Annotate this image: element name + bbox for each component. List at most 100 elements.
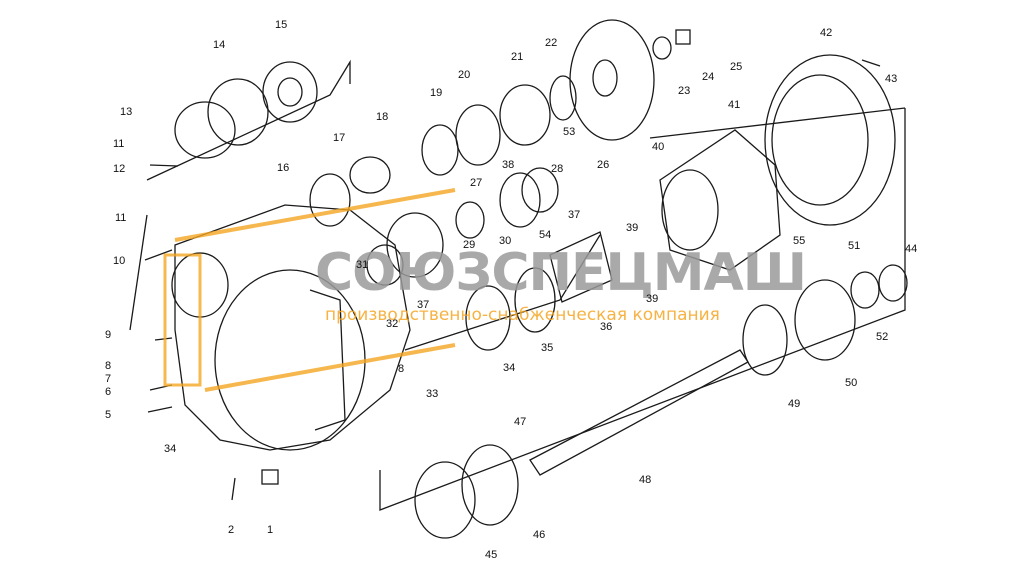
callout-label: 6 xyxy=(105,386,111,398)
callout-label: 11 xyxy=(115,212,126,224)
frame-upper-left xyxy=(146,59,351,181)
callout-label: 45 xyxy=(485,549,497,561)
callout-label: 25 xyxy=(730,61,742,73)
callout-label: 43 xyxy=(885,73,897,85)
callout-label: 8 xyxy=(105,360,111,372)
callout-label: 2 xyxy=(228,524,234,536)
gasket-14 xyxy=(207,78,269,146)
callout-label: 15 xyxy=(275,19,287,31)
crown-gear-42-inner xyxy=(771,74,869,206)
watermark-logo-stroke-bottom xyxy=(204,343,456,392)
watermark-brand: СОЮЗСПЕЦМАШ xyxy=(315,243,806,303)
gear-31-hub xyxy=(366,244,404,286)
callout-label: 40 xyxy=(652,141,664,153)
callout-label: 19 xyxy=(430,87,442,99)
callout-label: 16 xyxy=(277,162,289,174)
bearing-15-inner xyxy=(277,77,303,107)
callout-label: 27 xyxy=(470,177,482,189)
hub-41-bore xyxy=(661,169,719,251)
callout-label: 22 xyxy=(545,37,557,49)
callout-label: 35 xyxy=(541,342,553,354)
bolt-43 xyxy=(861,59,881,67)
hub-41 xyxy=(659,129,781,271)
callout-label: 14 xyxy=(213,39,225,51)
callout-label: 46 xyxy=(533,529,545,541)
callout-label: 29 xyxy=(463,239,475,251)
callout-label: 47 xyxy=(514,416,526,428)
crown-gear-42 xyxy=(764,54,896,226)
watermark-logo-stroke-top xyxy=(174,188,456,242)
callout-label: 20 xyxy=(458,69,470,81)
washer-24 xyxy=(652,36,672,60)
flange-23 xyxy=(569,19,655,141)
bearing-15 xyxy=(262,61,318,123)
watermark: СОЮЗСПЕЦМАШ производственно-снабженческа… xyxy=(163,188,807,392)
callout-label: 37 xyxy=(417,299,429,311)
snap-ring-45 xyxy=(414,461,476,539)
sleeve-36 xyxy=(549,231,613,303)
bearing-29 xyxy=(499,172,541,228)
frame-right-top xyxy=(649,107,906,139)
callout-label: 55 xyxy=(793,235,805,247)
callout-label: 12 xyxy=(113,163,125,175)
callout-label: 17 xyxy=(333,132,345,144)
callout-label: 24 xyxy=(702,71,714,83)
callout-label: 52 xyxy=(876,331,888,343)
callout-label: 18 xyxy=(376,111,388,123)
callout-label: 48 xyxy=(639,474,651,486)
bearing-21 xyxy=(499,84,551,146)
callout-label: 26 xyxy=(597,159,609,171)
bolt-5 xyxy=(147,406,173,413)
ring-35 xyxy=(514,267,556,333)
frame-lower xyxy=(379,108,906,511)
frame-mid xyxy=(404,234,601,351)
callout-label: 49 xyxy=(788,398,800,410)
callout-label: 8 xyxy=(398,363,404,375)
screw-2 xyxy=(231,477,236,501)
pinion-18 xyxy=(349,156,391,194)
callout-label: 51 xyxy=(848,240,860,252)
callout-label: 21 xyxy=(511,51,523,63)
ring-44 xyxy=(878,264,908,302)
watermark-tagline: производственно-снабженческая компания xyxy=(325,305,720,325)
callout-label: 41 xyxy=(728,99,740,111)
bearing-46 xyxy=(461,444,519,526)
shaft-48 xyxy=(529,349,749,476)
callout-label: 9 xyxy=(105,329,111,341)
bearing-19 xyxy=(421,124,459,176)
callout-label: 30 xyxy=(499,235,511,247)
callout-label: 37 xyxy=(568,209,580,221)
callout-label: 28 xyxy=(551,163,563,175)
bearing-34 xyxy=(465,285,511,351)
ring-50 xyxy=(794,279,856,361)
callout-label: 38 xyxy=(502,159,514,171)
nut-25 xyxy=(675,29,691,45)
callout-label: 50 xyxy=(845,377,857,389)
callout-label: 42 xyxy=(820,27,832,39)
callout-label: 13 xyxy=(120,106,132,118)
callout-label: 7 xyxy=(105,373,111,385)
flange-23-hub xyxy=(592,59,618,97)
callout-label: 44 xyxy=(905,243,917,255)
callout-label: 5 xyxy=(105,409,111,421)
bolt-12 xyxy=(149,164,179,167)
housing-ribs xyxy=(309,289,346,431)
bearing-30 xyxy=(455,201,485,239)
callout-label: 11 xyxy=(113,138,124,150)
callout-label: 10 xyxy=(113,255,125,267)
watermark-logo-bracket xyxy=(163,253,202,387)
cover-13 xyxy=(174,101,236,159)
bolt-10 xyxy=(144,249,173,261)
bearing-17 xyxy=(309,173,351,227)
callout-label: 32 xyxy=(386,318,398,330)
callout-label: 31 xyxy=(356,259,368,271)
plug-1 xyxy=(261,469,279,485)
callout-label: 23 xyxy=(678,85,690,97)
callout-label: 1 xyxy=(267,524,273,536)
callout-label: 36 xyxy=(600,321,612,333)
frame-left-edge xyxy=(129,214,148,331)
callout-label: 34 xyxy=(164,443,176,455)
seal-22 xyxy=(549,75,577,121)
